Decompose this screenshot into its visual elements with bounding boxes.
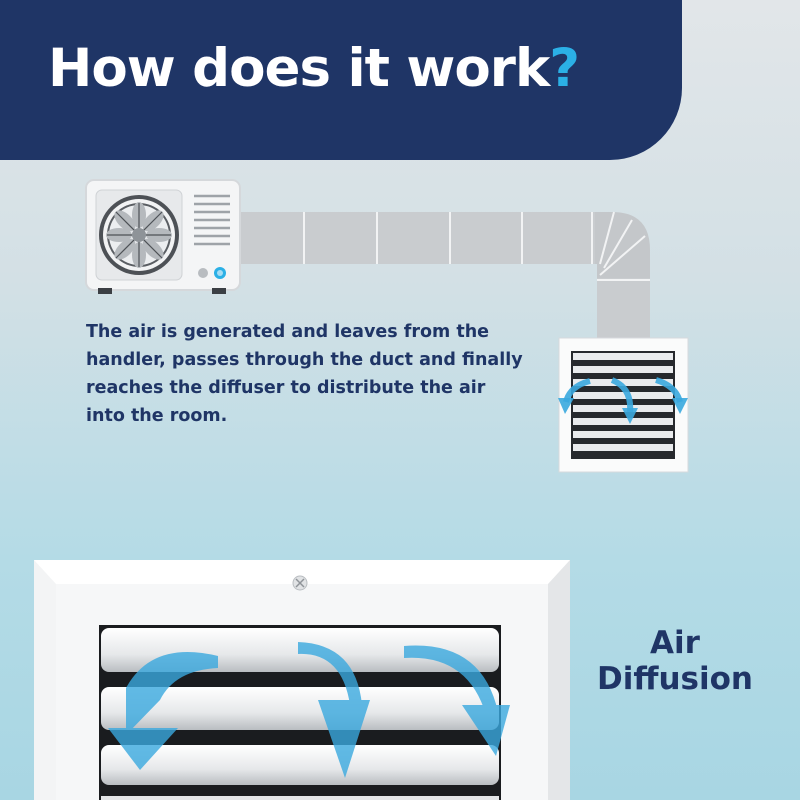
air-handler-unit-icon [85,179,241,294]
title-question-mark: ? [549,38,580,99]
air-diffusion-line1: Air [650,625,700,661]
duct-icon [240,211,650,338]
large-vent-grille [34,560,570,800]
fan-icon [99,195,179,275]
header-banner: How does it work? [0,0,682,160]
diffuser-icon [558,337,689,473]
vent-grille-icon [194,194,230,246]
process-description: The air is generated and leaves from the… [86,322,523,426]
title-text: How does it work [48,38,550,99]
airflow-arrow-icon [108,642,510,778]
air-diffusion-line2: Diffusion [597,661,753,697]
page-title: How does it work? [48,38,580,99]
